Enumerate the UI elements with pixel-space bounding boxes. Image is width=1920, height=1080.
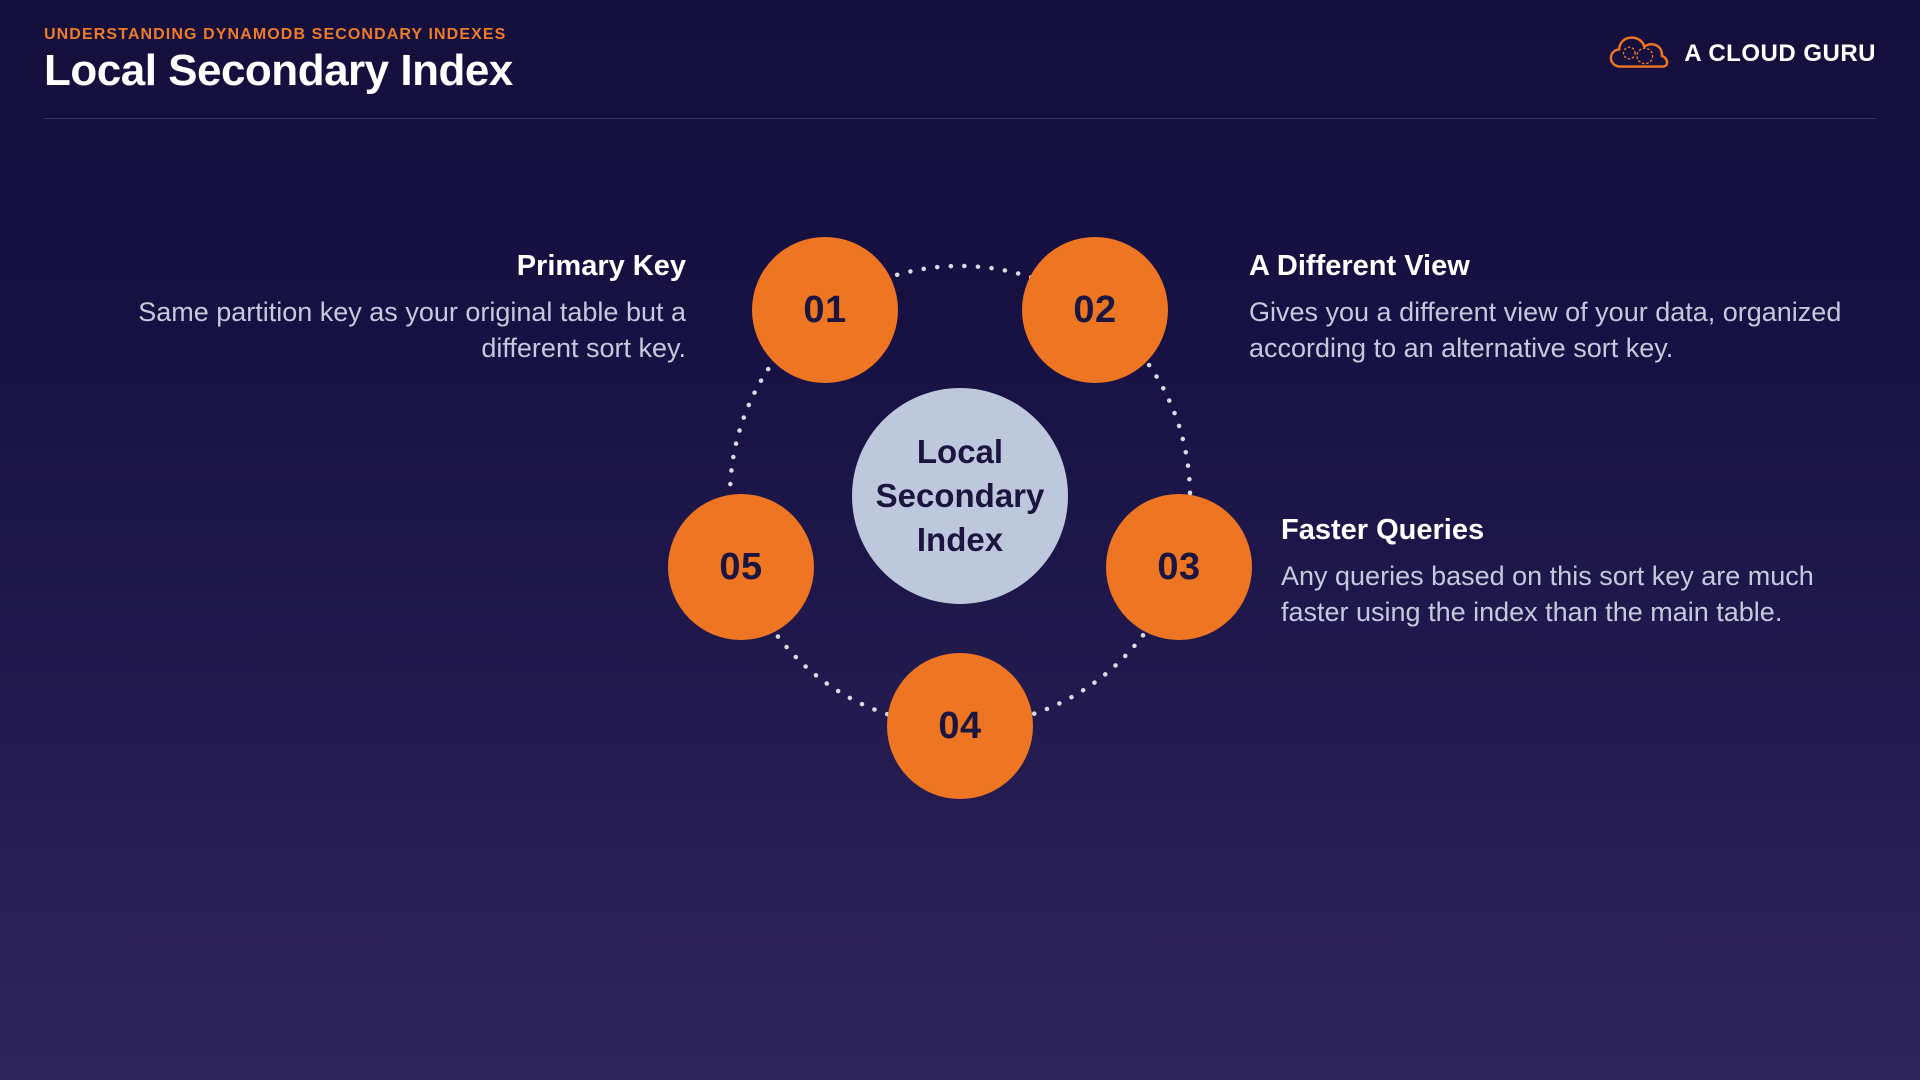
diagram-node-04: 04 xyxy=(887,653,1033,799)
callout-body: Same partition key as your original tabl… xyxy=(138,297,686,364)
brand-name: A CLOUD GURU xyxy=(1684,40,1876,67)
node-number: 04 xyxy=(938,704,982,747)
node-number: 01 xyxy=(803,288,847,331)
brand-logo: A CLOUD GURU xyxy=(1608,32,1876,76)
callout-body: Any queries based on this sort key are m… xyxy=(1281,561,1814,628)
diagram-node-02: 02 xyxy=(1022,237,1168,383)
callout-different-view: A Different View Gives you a different v… xyxy=(1249,250,1849,366)
callout-title: Primary Key xyxy=(516,250,686,282)
node-number: 02 xyxy=(1073,288,1117,331)
page-title: Local Secondary Index xyxy=(44,46,513,95)
callout-faster-queries: Faster Queries Any queries based on this… xyxy=(1281,514,1831,630)
node-number: 03 xyxy=(1157,545,1201,588)
callout-title: A Different View xyxy=(1249,250,1470,282)
diagram-node-01: 01 xyxy=(752,237,898,383)
callout-primary-key: Primary Key Same partition key as your o… xyxy=(106,250,686,366)
acg-cloud-icon xyxy=(1609,36,1669,68)
node-number: 05 xyxy=(719,545,763,588)
callout-body: Gives you a different view of your data,… xyxy=(1249,297,1842,364)
diagram-center-label: Local Secondary Index xyxy=(875,433,1045,558)
header-divider xyxy=(44,118,1876,119)
diagram-node-05: 05 xyxy=(668,494,814,640)
callout-title: Faster Queries xyxy=(1281,514,1485,546)
diagram-node-03: 03 xyxy=(1106,494,1252,640)
eyebrow-text: UNDERSTANDING DYNAMODB SECONDARY INDEXES xyxy=(44,26,507,43)
diagram-center-circle: Local Secondary Index xyxy=(852,388,1068,604)
